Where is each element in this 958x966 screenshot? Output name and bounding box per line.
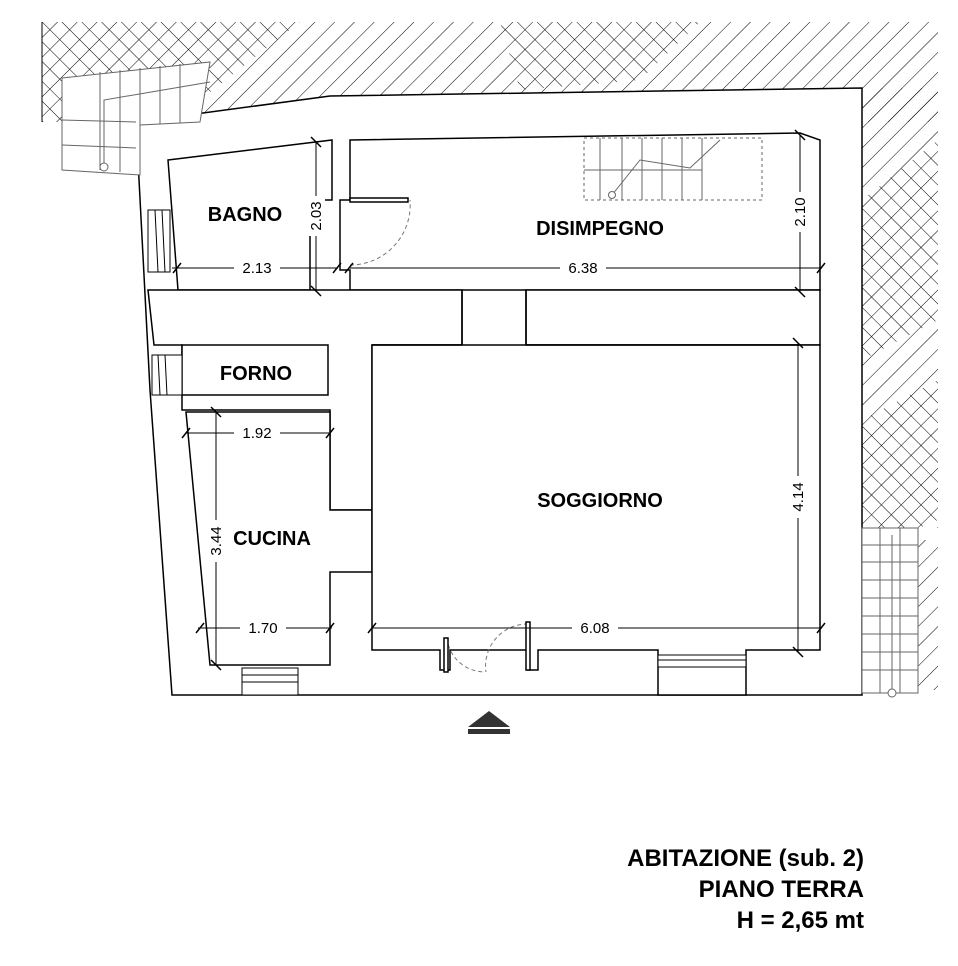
dim-cucina-height: 3.44 [208, 526, 225, 555]
dim-bagno-height: 2.03 [308, 201, 325, 230]
outer-stair-top-left [61, 61, 211, 176]
room-label-soggiorno: SOGGIORNO [537, 490, 663, 512]
dim-disimpegno-width: 6.38 [568, 260, 597, 277]
caption-title: ABITAZIONE (sub. 2) [627, 845, 864, 872]
room-label-disimpegno: DISIMPEGNO [536, 218, 664, 240]
dim-soggiorno-height: 4.14 [790, 482, 807, 511]
caption-height: H = 2,65 mt [736, 907, 864, 934]
walls [372, 290, 800, 346]
internal-stair [583, 137, 763, 201]
room-label-forno: FORNO [220, 363, 292, 385]
caption-floor: PIANO TERRA [698, 876, 864, 903]
plan-caption: ABITAZIONE (sub. 2) PIANO TERRA H = 2,65… [627, 843, 864, 936]
outer-stair-bottom-right [861, 527, 919, 698]
dim-disimpegno-height: 2.10 [792, 197, 809, 226]
door-leaves [349, 197, 531, 673]
room-label-bagno: BAGNO [208, 204, 282, 226]
room-label-cucina: CUCINA [233, 528, 311, 550]
dim-bagno-width: 2.13 [242, 260, 271, 277]
doors [349, 199, 529, 673]
dim-cucina-width-top: 1.92 [242, 425, 271, 442]
dimension-label-backgrounds [207, 192, 809, 637]
room-voids [147, 132, 821, 696]
entrance-arrow-icon [468, 711, 510, 734]
windows [147, 209, 747, 696]
dim-cucina-width-bottom: 1.70 [248, 620, 277, 637]
terrain-hatching [41, 22, 938, 690]
dim-soggiorno-width: 6.08 [580, 620, 609, 637]
